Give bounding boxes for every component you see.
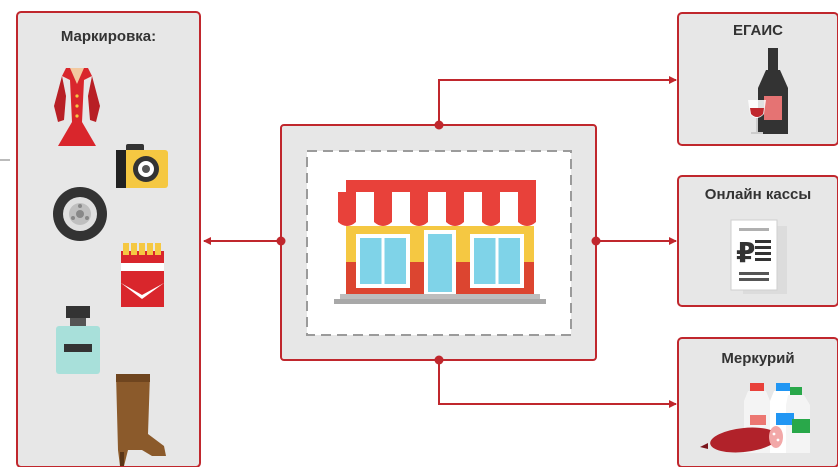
marking-panel (16, 11, 201, 467)
arrow-to-marking (203, 236, 286, 246)
egais-panel (677, 12, 838, 146)
kassy-title: Онлайн кассы (704, 186, 812, 203)
tire-icon (53, 187, 107, 241)
dairy-sausage-icon (700, 383, 810, 453)
wine-icon (748, 48, 788, 134)
egais-title: ЕГАИС (732, 22, 783, 39)
merkuriy-title: Меркурий (721, 350, 795, 367)
arrow-to-kassy (591, 236, 677, 246)
cigarettes-icon (121, 243, 164, 307)
arrow-to-merkuriy (434, 355, 677, 408)
coat-icon (54, 68, 100, 146)
receipt-icon: ₽ (730, 219, 787, 294)
camera-icon (116, 144, 168, 188)
perfume-icon (56, 306, 100, 374)
arrow-to-egais (434, 76, 677, 130)
boot-icon (116, 374, 166, 466)
marking-title: Маркировка: (60, 28, 157, 45)
svg-text:₽: ₽ (736, 236, 755, 269)
store-icon (334, 180, 546, 304)
